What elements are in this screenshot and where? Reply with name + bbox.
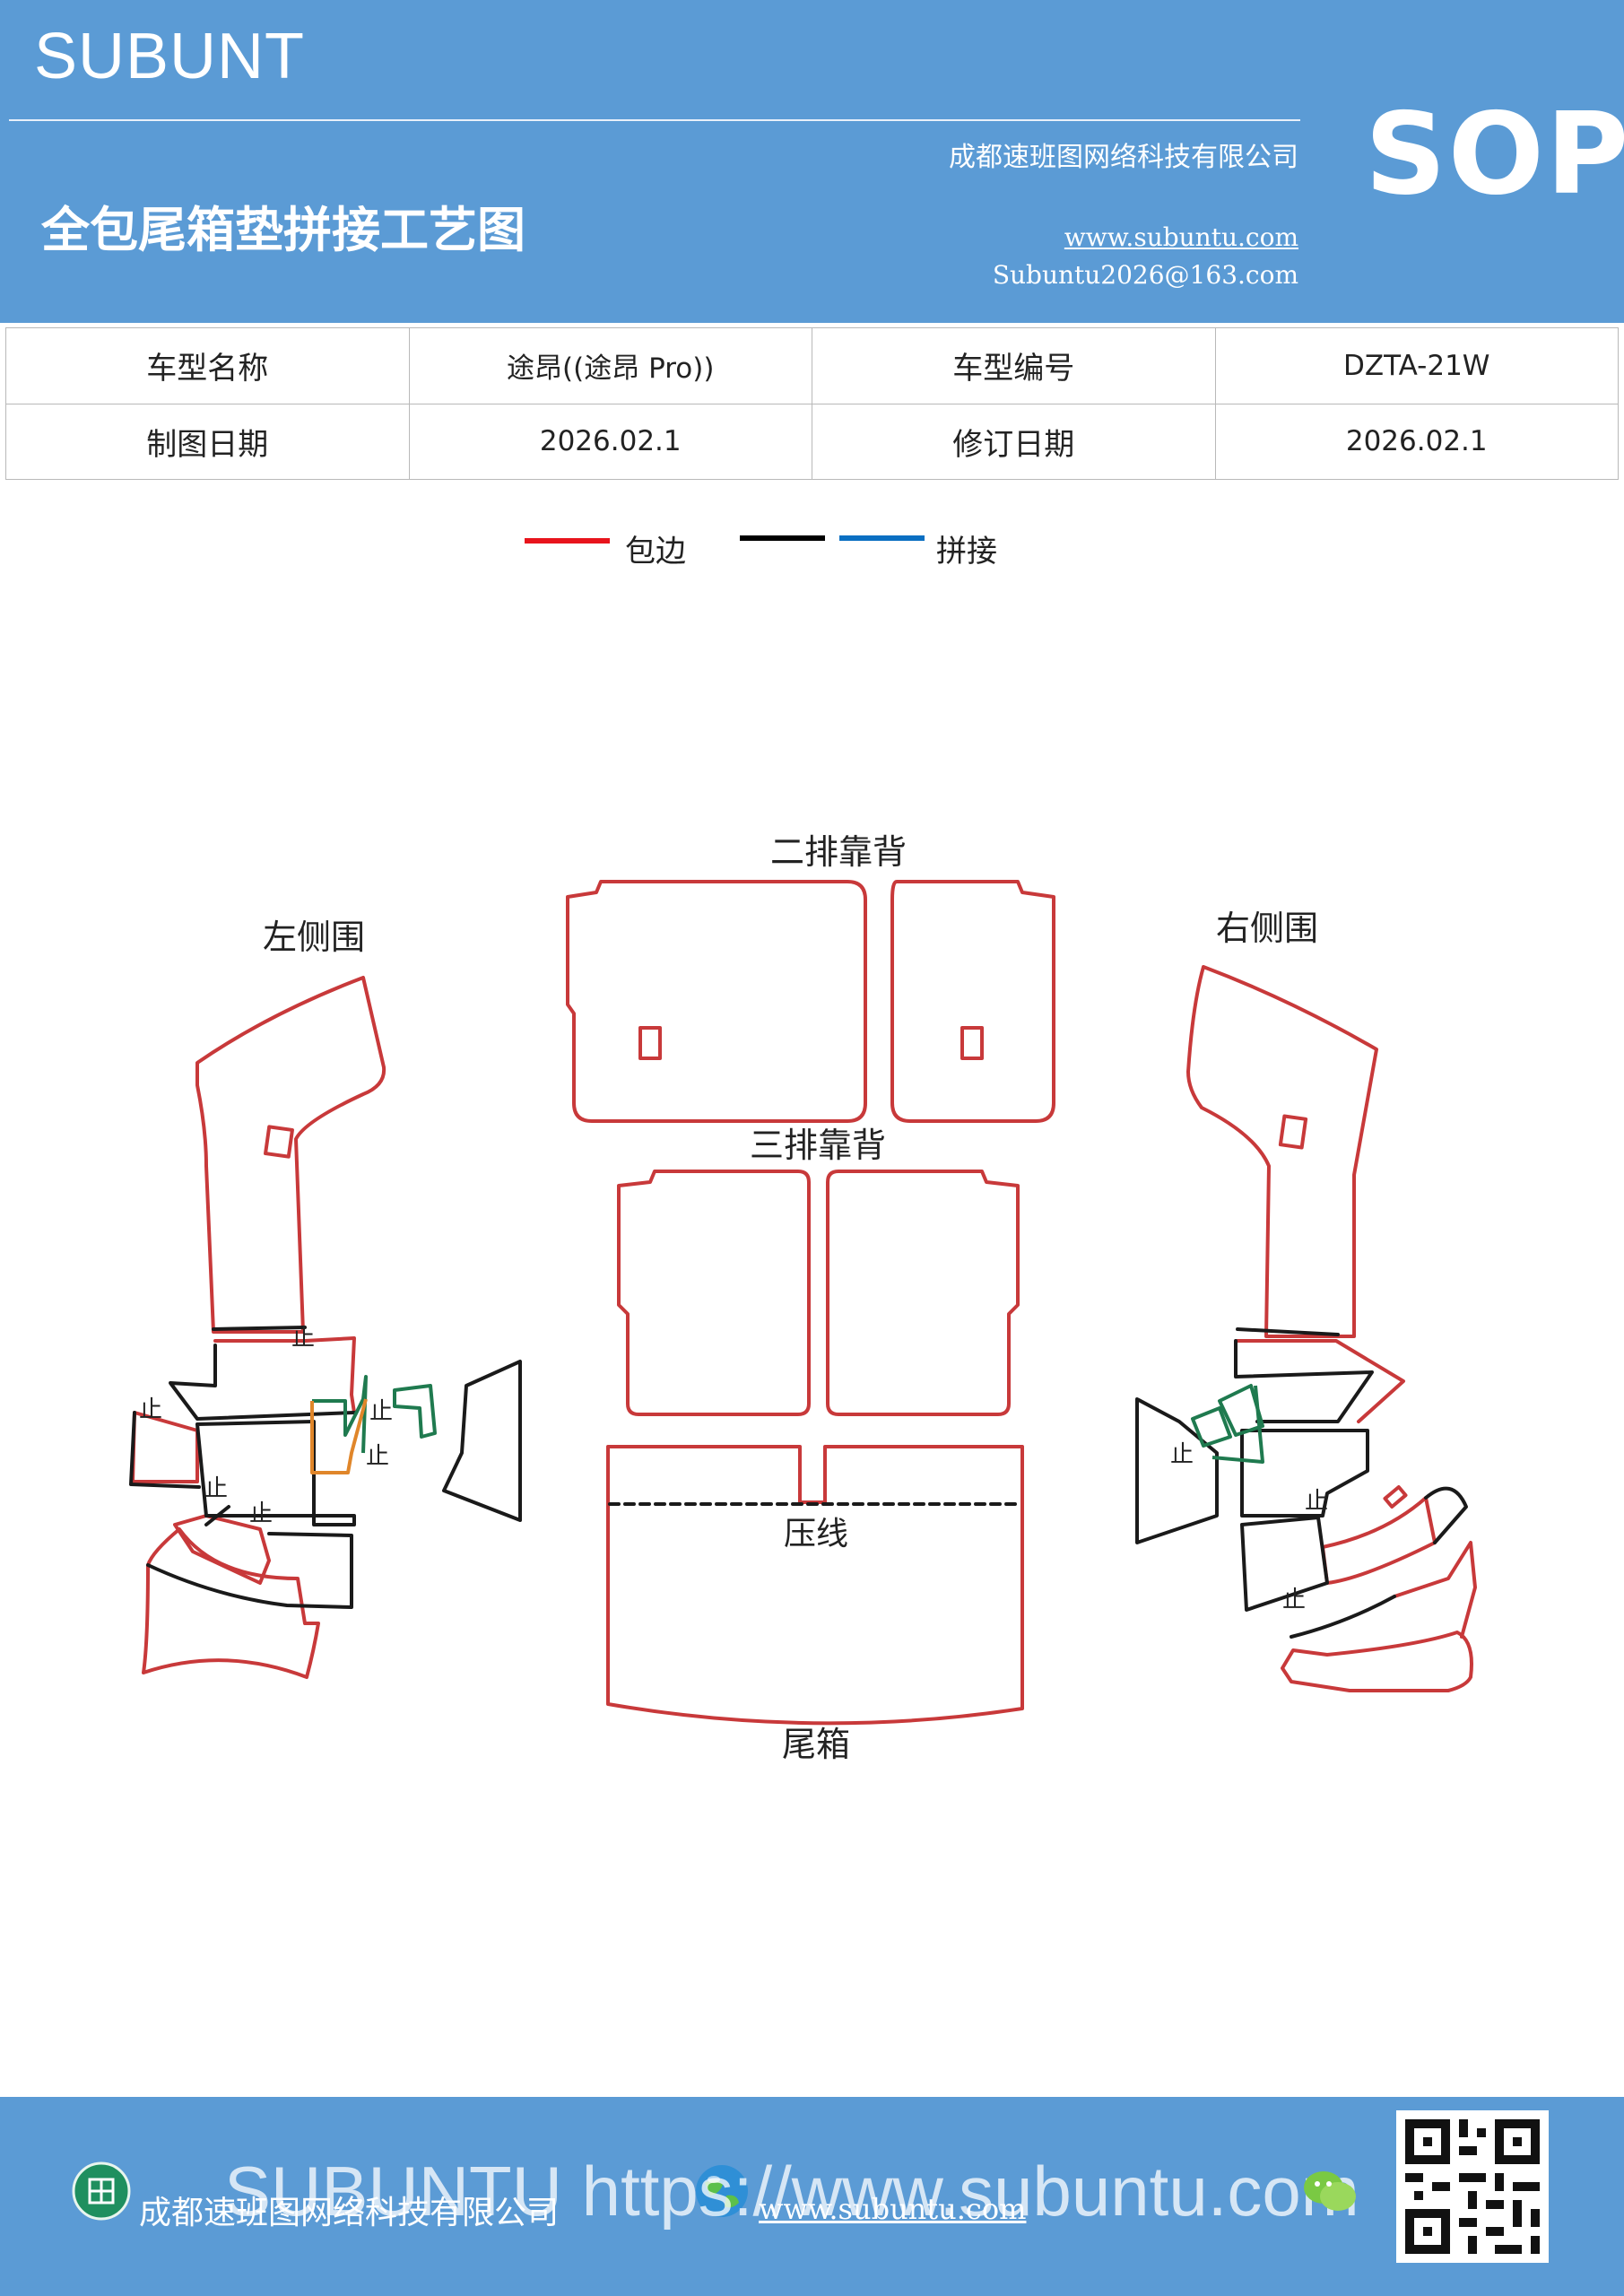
header-band: SUBUNT 全包尾箱垫拼接工艺图 成都速班图网络科技有限公司 www.subu… bbox=[0, 0, 1624, 323]
left-mid-red-edge bbox=[213, 1336, 356, 1414]
footer-website-link[interactable]: www.subuntu.com bbox=[759, 2192, 1027, 2226]
left-far-piece bbox=[442, 1360, 522, 1522]
model-code-value: DZTA-21W bbox=[1214, 327, 1619, 404]
left-side-upper-panel bbox=[195, 976, 386, 1334]
table-row: 制图日期 2026.02.1 修订日期 2026.02.1 bbox=[5, 403, 1619, 480]
right-mid-red-edge bbox=[1236, 1339, 1405, 1423]
stop-mark: 止 bbox=[1305, 1488, 1328, 1515]
right-lower-black-3 bbox=[1290, 1595, 1396, 1639]
right-mid-black-1 bbox=[1236, 1327, 1340, 1336]
label-third-row-back: 三排靠背 bbox=[750, 1126, 886, 1165]
right-lower-black-1 bbox=[1240, 1516, 1329, 1612]
model-code-label: 车型编号 bbox=[812, 327, 1216, 404]
legend-edge-label: 包边 bbox=[625, 534, 686, 570]
globe-icon bbox=[696, 2165, 748, 2217]
sop-badge: SOP bbox=[1365, 88, 1624, 220]
stop-mark: 止 bbox=[1282, 1587, 1306, 1613]
trunk-panel bbox=[606, 1445, 1024, 1726]
left-green-hook bbox=[393, 1384, 437, 1439]
stop-mark: 止 bbox=[291, 1325, 315, 1352]
right-far-piece bbox=[1135, 1397, 1219, 1544]
stop-mark: 止 bbox=[366, 1443, 389, 1470]
model-name-label: 车型名称 bbox=[5, 327, 410, 404]
left-lower-flap-2 bbox=[142, 1527, 320, 1679]
label-right-side: 右侧围 bbox=[1216, 909, 1318, 948]
second-row-back-left-panel bbox=[566, 880, 867, 1123]
left-mid-black-2 bbox=[169, 1344, 356, 1421]
right-mid-black-2 bbox=[1234, 1339, 1374, 1423]
header-company-name: 成都速班图网络科技有限公司 bbox=[949, 142, 1298, 173]
model-name-value: 途昂((途昂 Pro)) bbox=[408, 327, 812, 404]
right-green-joint-1 bbox=[1191, 1406, 1232, 1448]
third-row-back-left-panel bbox=[617, 1170, 811, 1416]
footer-band: 成都速班图网络科技有限公司 www.subuntu.com SUBUNTU ht… bbox=[0, 2097, 1624, 2296]
left-mid-black-1 bbox=[212, 1326, 307, 1331]
right-lower-flap-3 bbox=[1321, 1496, 1437, 1585]
stop-mark: 止 bbox=[369, 1398, 393, 1425]
header-divider bbox=[9, 119, 1300, 121]
stop-mark: 止 bbox=[1170, 1441, 1194, 1468]
second-row-back-right-panel bbox=[890, 880, 1055, 1123]
third-row-back-right-panel bbox=[826, 1170, 1020, 1416]
second-row-right-slot bbox=[960, 1026, 984, 1060]
header-website-link[interactable]: www.subuntu.com bbox=[1064, 222, 1298, 252]
legend-black-swatch bbox=[740, 535, 825, 541]
vehicle-info-table: 车型名称 途昂((途昂 Pro)) 车型编号 DZTA-21W 制图日期 202… bbox=[5, 327, 1619, 480]
wechat-icon bbox=[1304, 2171, 1356, 2211]
second-row-left-slot bbox=[638, 1026, 662, 1060]
draw-date-value: 2026.02.1 bbox=[408, 403, 812, 480]
revise-date-value: 2026.02.1 bbox=[1214, 403, 1619, 480]
left-side-slot bbox=[264, 1125, 294, 1159]
revise-date-label: 修订日期 bbox=[812, 403, 1216, 480]
company-building-icon bbox=[72, 2161, 131, 2221]
right-lower-black-2 bbox=[1424, 1486, 1468, 1544]
right-mid-black-3 bbox=[1240, 1429, 1369, 1518]
legend-blue-swatch bbox=[839, 535, 925, 541]
right-lower-flap-2 bbox=[1393, 1541, 1477, 1639]
brand-logo-text: SUBUNT bbox=[34, 21, 306, 92]
right-green-edge bbox=[1211, 1385, 1264, 1464]
label-crease-line: 压线 bbox=[784, 1516, 848, 1552]
legend-splice-label: 拼接 bbox=[936, 534, 997, 570]
right-side-slot bbox=[1278, 1114, 1308, 1150]
left-mid-black-5 bbox=[204, 1505, 230, 1526]
label-left-side: 左侧围 bbox=[263, 918, 365, 957]
right-side-upper-panel bbox=[1186, 965, 1378, 1338]
header-email: Subuntu2026@163.com bbox=[992, 260, 1298, 290]
stop-mark: 止 bbox=[204, 1475, 228, 1502]
label-trunk: 尾箱 bbox=[782, 1725, 850, 1764]
right-lower-slot bbox=[1383, 1484, 1408, 1509]
right-green-joint-2 bbox=[1218, 1384, 1264, 1437]
stop-mark: 止 bbox=[139, 1396, 162, 1423]
draw-date-label: 制图日期 bbox=[5, 403, 410, 480]
document-title: 全包尾箱垫拼接工艺图 bbox=[41, 201, 525, 258]
left-green-joint bbox=[312, 1375, 368, 1454]
left-lower-black-strip bbox=[146, 1532, 353, 1609]
left-orange-joint bbox=[310, 1398, 368, 1474]
table-row: 车型名称 途昂((途昂 Pro)) 车型编号 DZTA-21W bbox=[5, 327, 1619, 404]
footer-watermark: SUBUNTU https://www.subuntu.com bbox=[224, 2152, 1359, 2231]
label-second-row-back: 二排靠背 bbox=[770, 832, 907, 872]
stop-mark: 止 bbox=[249, 1500, 273, 1527]
footer-company-name: 成都速班图网络科技有限公司 bbox=[139, 2195, 560, 2231]
right-lower-flap-1 bbox=[1281, 1631, 1473, 1692]
legend-edge-swatch bbox=[525, 538, 610, 544]
left-mid-black-4 bbox=[129, 1411, 201, 1489]
qr-code-icon bbox=[1396, 2110, 1549, 2263]
